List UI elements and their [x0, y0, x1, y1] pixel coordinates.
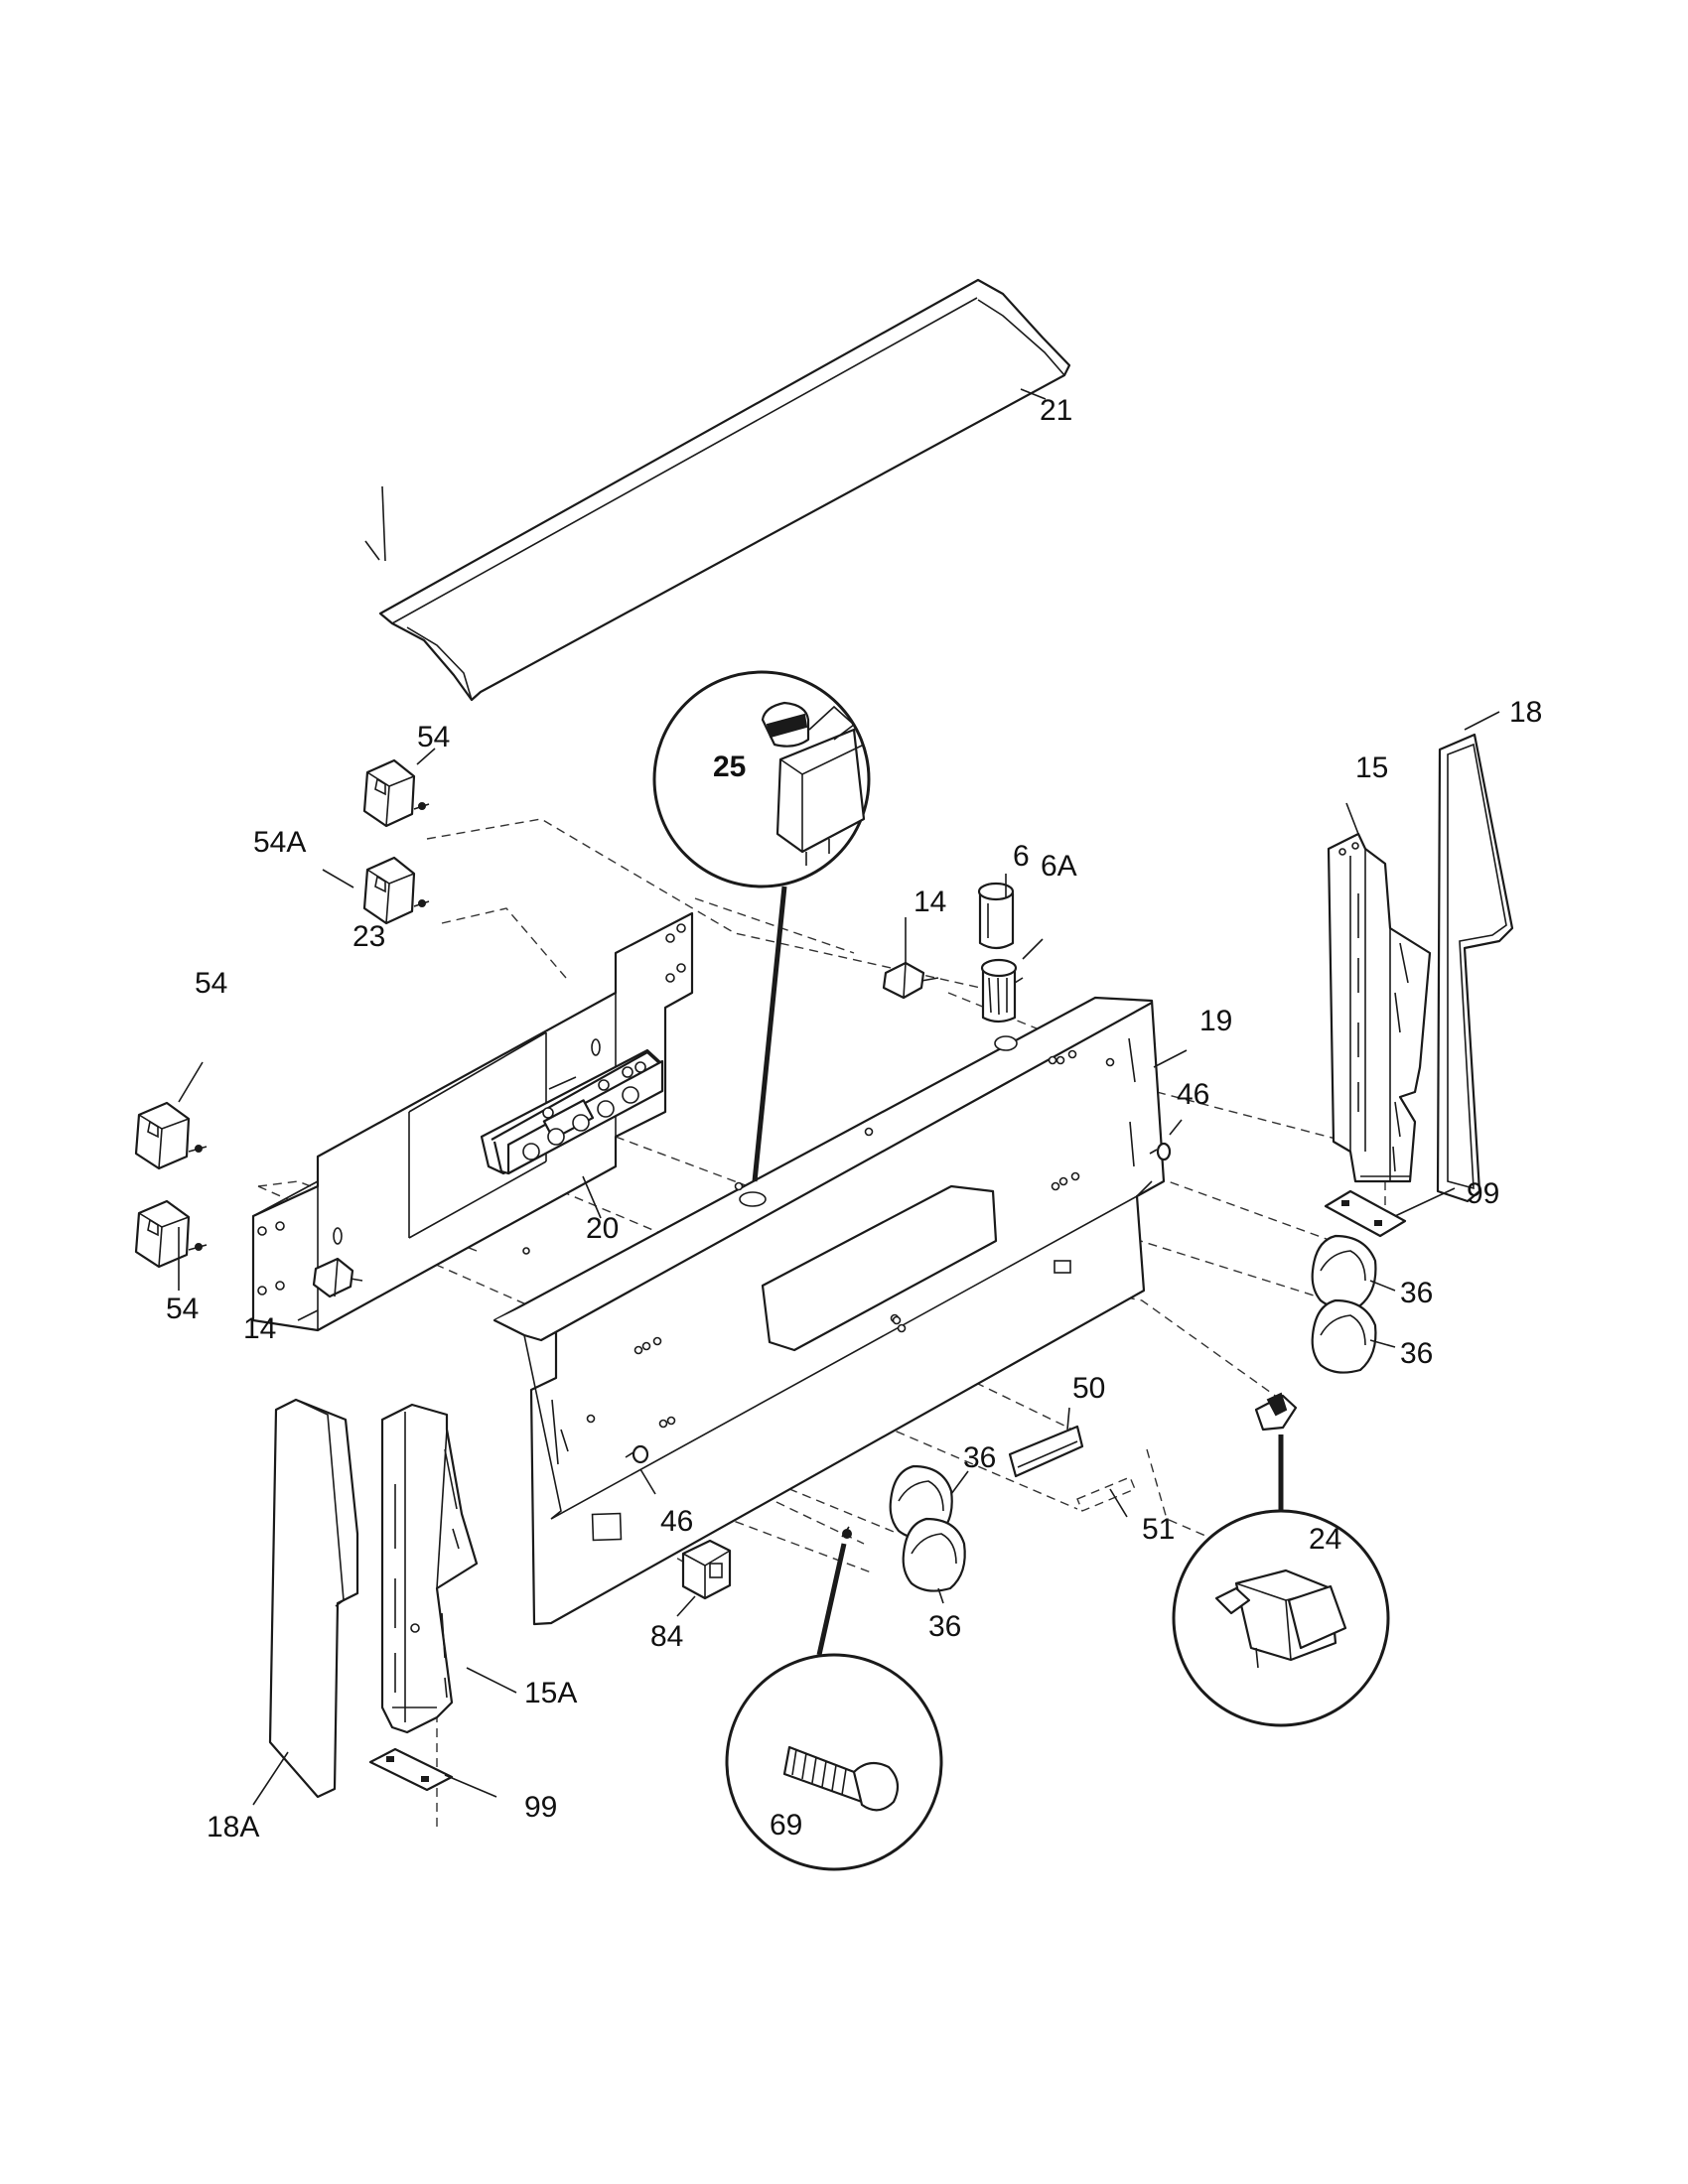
label-46-left: 46 [660, 1505, 693, 1538]
part-24-callout [1172, 1392, 1390, 1727]
label-51: 51 [1142, 1513, 1175, 1546]
part-99-plate-left [368, 1747, 454, 1792]
label-46-right: 46 [1177, 1078, 1209, 1111]
part-15-end-bracket [1327, 832, 1432, 1183]
leader-lines [178, 388, 1500, 1806]
part-18-end-trim [1436, 733, 1514, 1203]
label-36-3: 36 [963, 1441, 996, 1474]
label-99-left: 99 [524, 1791, 557, 1824]
label-14-bottom: 14 [243, 1312, 276, 1345]
part-labels: 21 25 54 54A 54 54 23 20 14 14 6 6A 19 4… [166, 394, 1542, 1843]
part-69-callout [725, 1526, 943, 1871]
label-19: 19 [1199, 1005, 1232, 1037]
label-18: 18 [1509, 696, 1542, 729]
part-36-knob-4 [902, 1517, 966, 1592]
label-24: 24 [1309, 1523, 1341, 1556]
label-23: 23 [352, 920, 385, 953]
part-25-callout [652, 670, 871, 1182]
part-54A-switch [362, 856, 430, 925]
label-50: 50 [1072, 1372, 1105, 1405]
label-25: 25 [713, 751, 746, 783]
part-54-switch-top [362, 758, 430, 828]
part-23-panel [251, 911, 694, 1332]
part-36-knob-2 [1311, 1298, 1377, 1374]
part-14-connector-top [882, 961, 939, 1000]
label-18A: 18A [207, 1811, 259, 1843]
part-6-lamp [977, 882, 1015, 950]
label-54-top: 54 [417, 721, 450, 753]
label-20: 20 [586, 1212, 619, 1245]
part-46-screw-right [1149, 1142, 1172, 1161]
part-19-backguard [492, 996, 1166, 1626]
label-84: 84 [650, 1620, 683, 1653]
label-15: 15 [1355, 751, 1388, 784]
label-54-bottom: 54 [166, 1293, 199, 1325]
part-36-knob-1 [1311, 1234, 1377, 1309]
label-54-middle: 54 [195, 967, 227, 1000]
label-6: 6 [1013, 840, 1030, 873]
part-15A-end-bracket [380, 1403, 479, 1734]
part-14-connector-bottom [312, 1257, 363, 1298]
label-99-right: 99 [1467, 1177, 1499, 1210]
part-20-control-board [480, 1048, 664, 1175]
label-36-4: 36 [928, 1610, 961, 1643]
part-51-lens [1076, 1476, 1136, 1512]
part-46-screw-left [625, 1444, 649, 1464]
label-21: 21 [1040, 394, 1072, 427]
label-54A: 54A [253, 826, 306, 859]
part-99-plate-right [1324, 1189, 1407, 1238]
part-18A-end-trim [268, 1398, 359, 1799]
label-36-2: 36 [1400, 1337, 1433, 1370]
label-6A: 6A [1041, 850, 1077, 883]
part-54-switch-bottom [134, 1199, 208, 1269]
label-36-1: 36 [1400, 1277, 1433, 1309]
label-15A: 15A [524, 1677, 577, 1709]
part-54-switch-middle [134, 1101, 208, 1170]
part-6A-lamp-socket [980, 958, 1024, 1024]
part-50-lens [1008, 1425, 1084, 1478]
part-84-outlet [681, 1539, 732, 1600]
part-21-top-trim [378, 278, 1071, 702]
label-14-top: 14 [914, 886, 946, 918]
label-69: 69 [770, 1809, 802, 1842]
